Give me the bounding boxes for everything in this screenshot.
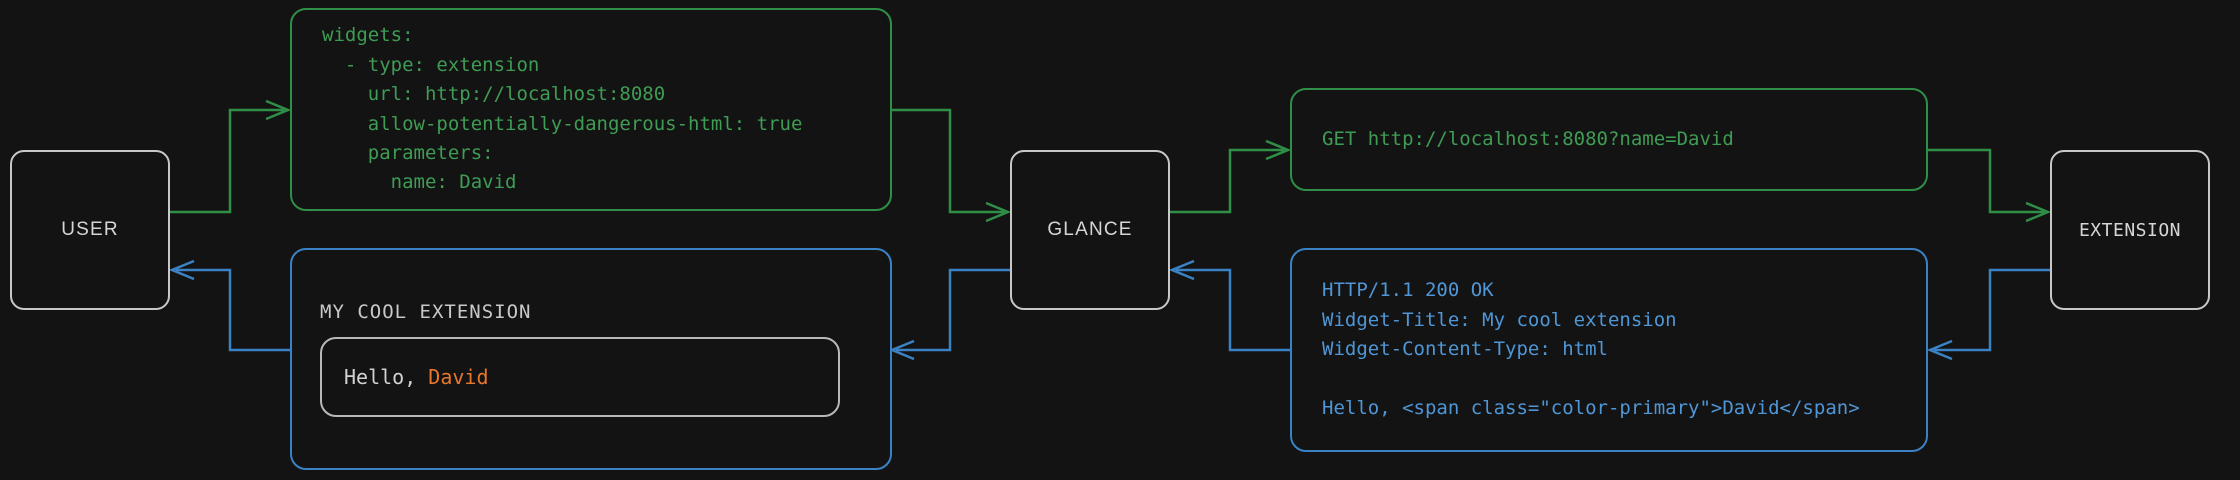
node-extension-label: EXTENSION xyxy=(2078,219,2182,241)
http-response-code: HTTP/1.1 200 OK Widget-Title: My cool ex… xyxy=(1322,279,1860,420)
panel-http-response[interactable]: HTTP/1.1 200 OK Widget-Title: My cool ex… xyxy=(1290,248,1928,452)
panel-http-request[interactable]: GET http://localhost:8080?name=David xyxy=(1290,88,1928,191)
edge-response-to-glance xyxy=(1168,259,1290,352)
edge-glance-to-request xyxy=(1170,139,1292,214)
widget-body: Hello, David xyxy=(320,337,840,417)
edge-widget-to-user xyxy=(168,259,290,352)
edge-glance-to-widget xyxy=(888,268,1010,361)
panel-widget-config[interactable]: widgets: - type: extension url: http://l… xyxy=(290,8,892,211)
node-glance-label: GLANCE xyxy=(1047,219,1133,240)
node-user[interactable]: USER xyxy=(10,150,170,310)
widget-title: MY COOL EXTENSION xyxy=(320,301,532,323)
widget-name-value: David xyxy=(428,365,489,389)
edge-request-to-extension xyxy=(1928,148,2052,223)
config-yaml-code: widgets: - type: extension url: http://l… xyxy=(322,24,803,194)
edge-extension-to-response xyxy=(1926,268,2050,361)
panel-rendered-widget[interactable]: MY COOL EXTENSION Hello, David xyxy=(290,248,892,470)
node-glance[interactable]: GLANCE xyxy=(1010,150,1170,310)
edge-config-to-glance xyxy=(892,108,1012,223)
http-request-code: GET http://localhost:8080?name=David xyxy=(1322,127,1734,150)
widget-greeting-text: Hello, xyxy=(344,365,429,389)
edge-user-to-config xyxy=(170,99,292,214)
node-user-label: USER xyxy=(61,219,119,240)
node-extension[interactable]: EXTENSION xyxy=(2050,150,2210,310)
